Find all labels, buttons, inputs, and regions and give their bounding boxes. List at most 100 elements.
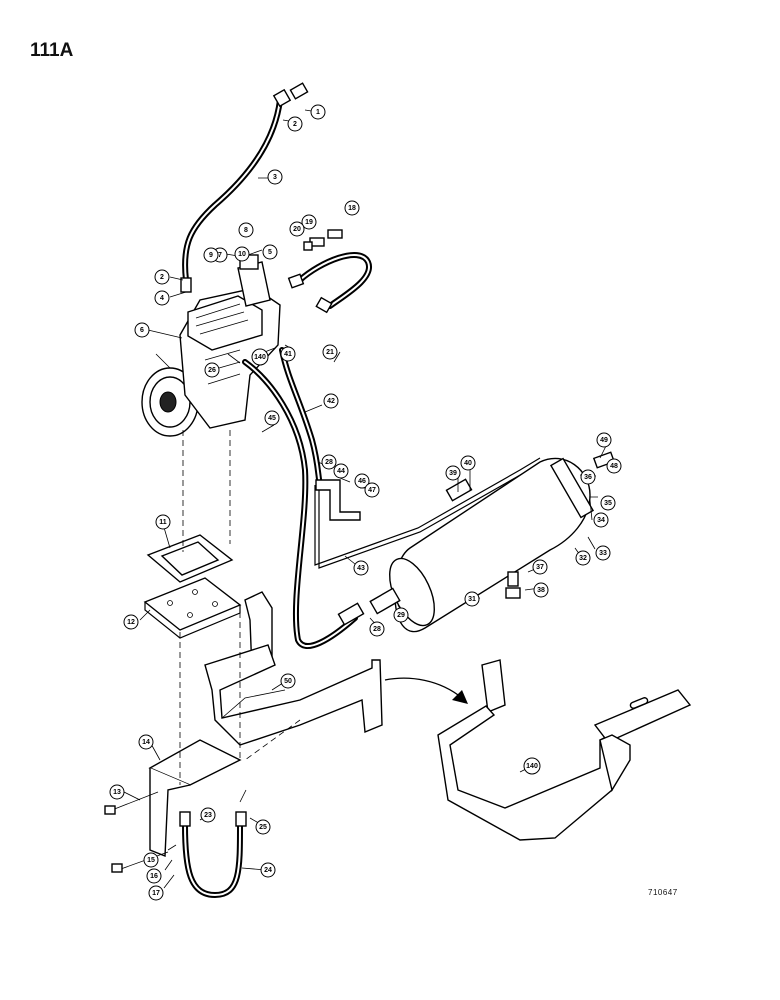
callout-47: 47 — [364, 482, 380, 498]
callout-label: 3 — [273, 174, 277, 181]
callout-label: 25 — [259, 824, 267, 831]
callout-label: 9 — [209, 252, 213, 259]
callout-20: 20 — [289, 221, 305, 237]
callout-25: 25 — [255, 819, 271, 835]
callout-11: 11 — [155, 514, 171, 530]
callout-label: 37 — [536, 564, 544, 571]
callout-21: 21 — [322, 344, 338, 360]
bracket-left — [204, 591, 383, 746]
callout-24: 24 — [260, 862, 276, 878]
callout-10: 10 — [234, 246, 250, 262]
gasket — [146, 534, 234, 583]
callout-label: 21 — [326, 349, 334, 356]
callout-label: 2 — [160, 274, 164, 281]
callout-17: 17 — [148, 885, 164, 901]
callout-18: 18 — [344, 200, 360, 216]
callout-label: 13 — [113, 789, 121, 796]
callout-label: 41 — [284, 351, 292, 358]
callout-36: 36 — [580, 469, 596, 485]
callout-31: 31 — [464, 591, 480, 607]
callout-label: 39 — [449, 470, 457, 477]
callout-12: 12 — [123, 614, 139, 630]
callout-9: 9 — [203, 247, 219, 263]
callout-label: 11 — [159, 519, 167, 526]
callout-label: 45 — [268, 415, 276, 422]
callout-49: 49 — [596, 432, 612, 448]
callout-41: 41 — [280, 346, 296, 362]
callout-label: 18 — [348, 205, 356, 212]
callout-35: 35 — [600, 495, 616, 511]
callout-label: 1 — [316, 109, 320, 116]
callout-label: 28 — [325, 459, 333, 466]
callout-5: 5 — [262, 244, 278, 260]
callout-14: 14 — [138, 734, 154, 750]
callout-label: 15 — [147, 857, 155, 864]
callout-1: 1 — [310, 104, 326, 120]
callout-50: 50 — [280, 673, 296, 689]
callout-label: 140 — [254, 354, 266, 361]
callout-6: 6 — [134, 322, 150, 338]
bracket-14 — [104, 739, 242, 873]
valve-assembly — [337, 571, 521, 626]
callout-label: 2 — [293, 121, 297, 128]
callout-37: 37 — [532, 559, 548, 575]
callout-label: 10 — [238, 251, 246, 258]
callout-label: 44 — [337, 468, 345, 475]
callout-43: 43 — [353, 560, 369, 576]
callout-29: 29 — [393, 607, 409, 623]
callout-label: 23 — [204, 812, 212, 819]
callout-13: 13 — [109, 784, 125, 800]
callout-46: 46 — [354, 473, 370, 489]
alignment-lines — [179, 430, 301, 785]
callout-label: 14 — [142, 739, 150, 746]
callout-15: 15 — [143, 852, 159, 868]
callout-39: 39 — [445, 465, 461, 481]
callout-34: 34 — [593, 512, 609, 528]
callout-42: 42 — [323, 393, 339, 409]
hose-43 — [242, 359, 358, 649]
callout-48: 48 — [606, 458, 622, 474]
callout-28: 28 — [369, 621, 385, 637]
callout-2: 2 — [287, 116, 303, 132]
callout-40: 40 — [460, 455, 476, 471]
callout-label: 16 — [150, 873, 158, 880]
mount-plate — [143, 577, 242, 639]
callout-label: 50 — [284, 678, 292, 685]
callout-label: 6 — [140, 327, 144, 334]
callout-19: 19 — [301, 214, 317, 230]
bracket-right — [437, 659, 692, 841]
callout-23: 23 — [200, 807, 216, 823]
air-tank — [388, 451, 616, 633]
callout-label: 49 — [600, 437, 608, 444]
callout-label: 38 — [537, 587, 545, 594]
callout-38: 38 — [533, 582, 549, 598]
callout-28: 28 — [321, 454, 337, 470]
callout-label: 17 — [152, 890, 160, 897]
callout-label: 28 — [373, 626, 381, 633]
callout-label: 8 — [244, 227, 248, 234]
callout-label: 48 — [610, 463, 618, 470]
callout-3: 3 — [267, 169, 283, 185]
callout-label: 19 — [305, 219, 313, 226]
callout-label: 7 — [218, 252, 222, 259]
callout-label: 20 — [293, 226, 301, 233]
hose-3 — [180, 82, 309, 293]
detail-arrow — [384, 677, 468, 704]
callout-label: 31 — [468, 596, 476, 603]
callout-4: 4 — [154, 290, 170, 306]
callout-label: 46 — [358, 478, 366, 485]
callout-label: 32 — [579, 555, 587, 562]
callout-label: 40 — [464, 460, 472, 467]
callout-label: 34 — [597, 517, 605, 524]
callout-label: 33 — [599, 550, 607, 557]
callout-label: 12 — [127, 619, 135, 626]
callout-label: 35 — [604, 500, 612, 507]
hose-21 — [287, 229, 372, 314]
callout-45: 45 — [264, 410, 280, 426]
callout-label: 4 — [160, 295, 164, 302]
callout-label: 26 — [208, 367, 216, 374]
callout-label: 42 — [327, 398, 335, 405]
callout-label: 29 — [397, 612, 405, 619]
